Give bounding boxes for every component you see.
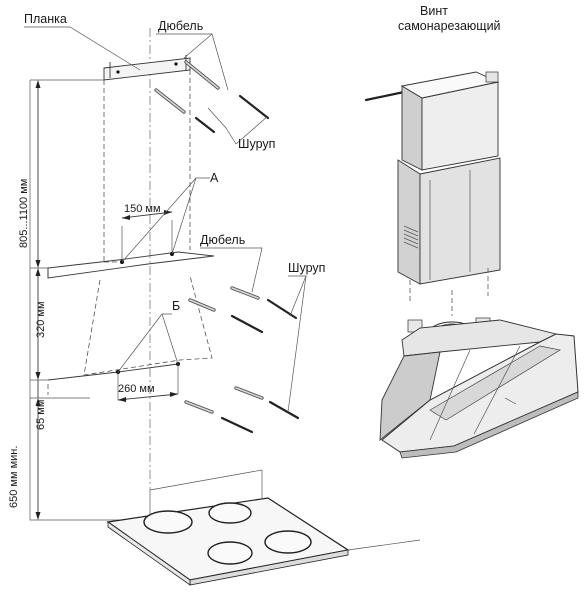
dim-650-min: 650 мм мин. (8, 446, 20, 508)
chimney-lower (397, 157, 501, 302)
label-vint: Винт (420, 4, 448, 18)
label-samonarezayushchiy: самонарезающий (398, 19, 501, 33)
top-fasteners (154, 60, 270, 134)
upper-mounting-plane (47, 220, 215, 279)
dim-65: 65 мм (35, 400, 47, 430)
mounting-bracket (103, 55, 191, 81)
label-point-b: Б (172, 299, 180, 313)
wall-outline (29, 28, 263, 521)
label-dubel-mid: Дюбель (200, 233, 245, 247)
label-shurup-mid: Шуруп (288, 261, 325, 275)
dim-320: 320 мм (35, 301, 47, 338)
label-shurup-top: Шуруп (238, 137, 275, 151)
dim-150: 150 мм (124, 203, 161, 215)
dim-805-1100: 805...1100 мм (18, 179, 30, 248)
lower-fasteners (184, 386, 300, 434)
hood-outline-dashed (83, 275, 213, 376)
label-planka: Планка (24, 12, 67, 26)
hood-body (379, 290, 579, 459)
dimension-lines (30, 79, 179, 520)
lower-mounting-plane (47, 362, 180, 400)
vent-grille-icon (403, 225, 419, 249)
leader-lines (24, 26, 307, 413)
dim-260: 260 мм (118, 383, 155, 395)
label-point-a: А (210, 171, 219, 185)
chimney-upper (364, 71, 500, 171)
middle-fasteners (188, 286, 298, 334)
cooktop (106, 470, 421, 586)
label-dubel-top: Дюбель (158, 19, 203, 33)
duct-outline-dashed (103, 70, 191, 263)
